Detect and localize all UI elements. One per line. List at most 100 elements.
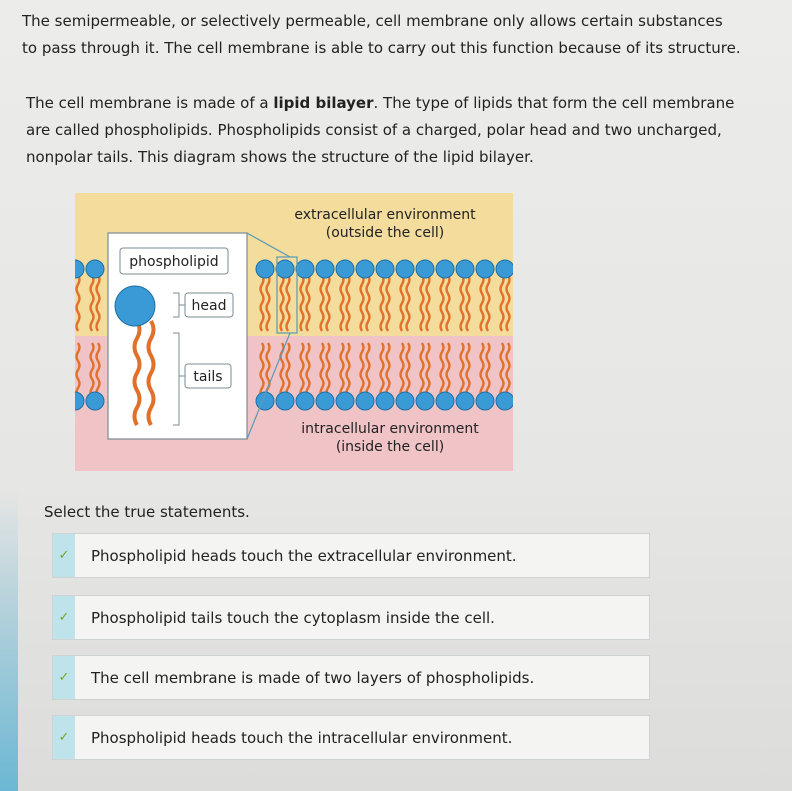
tail xyxy=(75,342,81,398)
tail xyxy=(265,274,271,332)
tail xyxy=(345,342,351,398)
check-icon: ✓ xyxy=(58,730,70,745)
head xyxy=(295,259,315,279)
tail xyxy=(399,274,405,332)
option-1-label: Phospholipid heads touch the extracellul… xyxy=(91,546,517,565)
head xyxy=(355,391,375,411)
tail xyxy=(319,274,325,332)
tail xyxy=(505,342,511,398)
tail xyxy=(479,274,485,332)
head xyxy=(435,259,455,279)
tail xyxy=(339,274,345,332)
tail xyxy=(345,274,351,332)
option-1[interactable]: ✓ Phospholipid heads touch the extracell… xyxy=(52,533,650,578)
head xyxy=(335,259,355,279)
tail xyxy=(259,274,265,332)
tail xyxy=(132,320,142,426)
option-3-label: The cell membrane is made of two layers … xyxy=(91,668,535,687)
intro-paragraph-2-end: . The type of lipids that form the cell … xyxy=(26,94,735,166)
head xyxy=(475,391,495,411)
head xyxy=(395,259,415,279)
head xyxy=(415,391,435,411)
tails-label: tails xyxy=(193,369,222,385)
extracellular-label-line2: (outside the cell) xyxy=(326,225,445,241)
tail xyxy=(365,342,371,398)
lipid-bilayer-diagram: phospholipid head tails extracellular en… xyxy=(75,193,513,471)
tail xyxy=(485,274,491,332)
head xyxy=(315,391,335,411)
tail xyxy=(499,274,505,332)
check-icon: ✓ xyxy=(58,670,70,685)
head xyxy=(435,391,455,411)
tail xyxy=(339,342,345,398)
phospholipid-closeup xyxy=(114,285,156,426)
tail xyxy=(359,274,365,332)
option-3-tab[interactable]: ✓ xyxy=(53,656,75,699)
head xyxy=(75,259,85,279)
option-3[interactable]: ✓ The cell membrane is made of two layer… xyxy=(52,655,650,700)
tail xyxy=(299,342,305,398)
option-2-tab[interactable]: ✓ xyxy=(53,596,75,639)
tail xyxy=(425,342,431,398)
option-4[interactable]: ✓ Phospholipid heads touch the intracell… xyxy=(52,715,650,760)
tails-label-box xyxy=(184,363,232,389)
zoom-line-top xyxy=(246,232,291,258)
tail xyxy=(485,342,491,398)
tail xyxy=(385,342,391,398)
tail xyxy=(279,274,285,332)
option-2[interactable]: ✓ Phospholipid tails touch the cytoplasm… xyxy=(52,595,650,640)
head xyxy=(355,259,375,279)
head xyxy=(275,391,295,411)
head xyxy=(315,259,335,279)
bilayer-svg: phospholipid head tails extracellular en… xyxy=(75,193,513,471)
phospholipid-label-box xyxy=(119,247,229,275)
head xyxy=(275,259,295,279)
head xyxy=(75,391,85,411)
head xyxy=(295,391,315,411)
head xyxy=(495,259,513,279)
tail xyxy=(459,274,465,332)
tail xyxy=(405,274,411,332)
tail xyxy=(379,342,385,398)
head xyxy=(85,391,105,411)
head-label: head xyxy=(192,298,227,314)
head xyxy=(114,285,156,327)
tail xyxy=(479,342,485,398)
tail xyxy=(285,274,291,332)
tail xyxy=(365,274,371,332)
option-4-tab[interactable]: ✓ xyxy=(53,716,75,759)
zoom-line-bottom xyxy=(246,332,291,440)
tail xyxy=(299,274,305,332)
tail xyxy=(445,342,451,398)
intro-paragraph-2-start: The cell membrane is made of a xyxy=(26,94,274,112)
tails-bracket xyxy=(173,332,180,426)
tail xyxy=(385,274,391,332)
tail xyxy=(75,274,81,332)
head xyxy=(375,259,395,279)
tail xyxy=(445,274,451,332)
left-accent-strip xyxy=(0,491,18,791)
phospholipid-molecules xyxy=(75,259,513,411)
option-4-label: Phospholipid heads touch the intracellul… xyxy=(91,728,513,747)
tail xyxy=(505,274,511,332)
head xyxy=(475,259,495,279)
intro-paragraph-2: The cell membrane is made of a lipid bil… xyxy=(26,90,746,171)
option-1-tab[interactable]: ✓ xyxy=(53,534,75,577)
head xyxy=(255,259,275,279)
head xyxy=(85,259,105,279)
intracellular-label-line2: (inside the cell) xyxy=(336,439,444,455)
tail xyxy=(325,274,331,332)
tail xyxy=(405,342,411,398)
tail xyxy=(439,274,445,332)
lipid-bilayer-term: lipid bilayer xyxy=(273,94,374,112)
tail xyxy=(305,274,311,332)
tail xyxy=(95,342,101,398)
head xyxy=(375,391,395,411)
head xyxy=(395,391,415,411)
tail xyxy=(379,274,385,332)
tail xyxy=(359,342,365,398)
tail xyxy=(89,342,95,398)
head xyxy=(335,391,355,411)
phospholipid-label: phospholipid xyxy=(129,254,218,270)
